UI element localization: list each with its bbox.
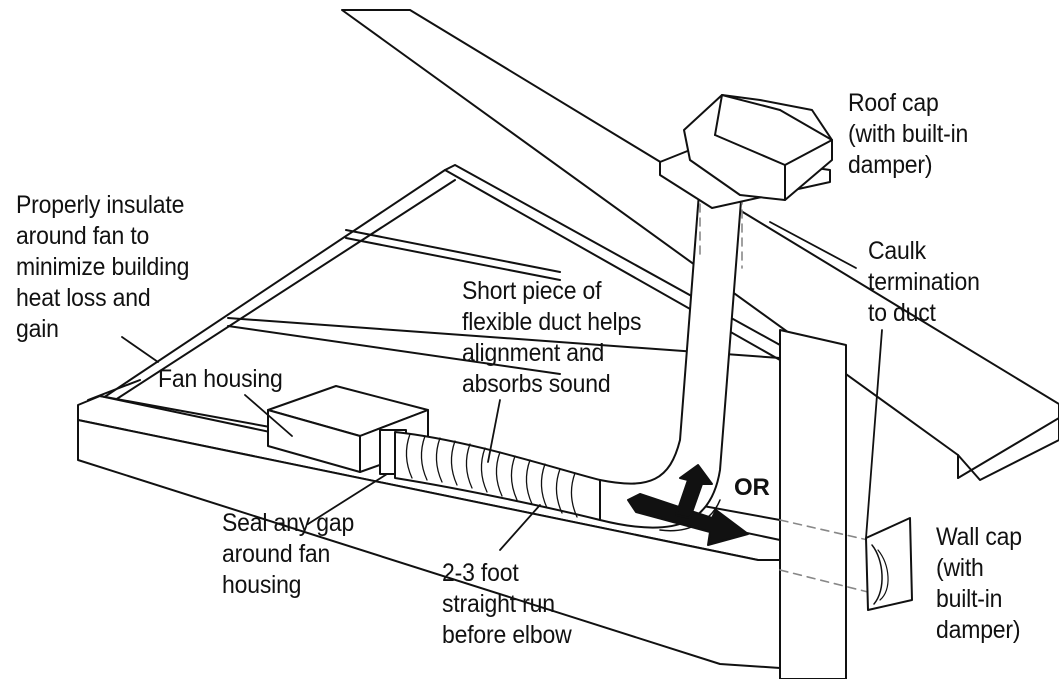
leader-lines (121, 221, 883, 551)
or-label: OR (734, 474, 770, 501)
direction-arrows (627, 464, 749, 546)
flexible-duct (394, 431, 601, 521)
straight-run-label: 2-3 foot straight run before elbow (442, 559, 572, 649)
wall-post (779, 329, 847, 679)
caulk-label: Caulk termination to duct (868, 237, 980, 327)
insulate-label: Properly insulate around fan to minimize… (16, 191, 190, 343)
flex-duct-label: Short piece of flexible duct helps align… (462, 277, 642, 398)
wall-cap (865, 517, 913, 611)
dashed-guides (699, 189, 869, 593)
fan-housing-label: Fan housing (158, 365, 283, 393)
roof-cap-label: Roof cap (with built-in damper) (848, 89, 969, 179)
roof-cap (659, 94, 833, 209)
fan-housing (267, 385, 429, 475)
seal-gap-label: Seal any gap around fan housing (222, 509, 355, 599)
wall-cap-label: Wall cap (with built-in damper) (936, 523, 1022, 644)
